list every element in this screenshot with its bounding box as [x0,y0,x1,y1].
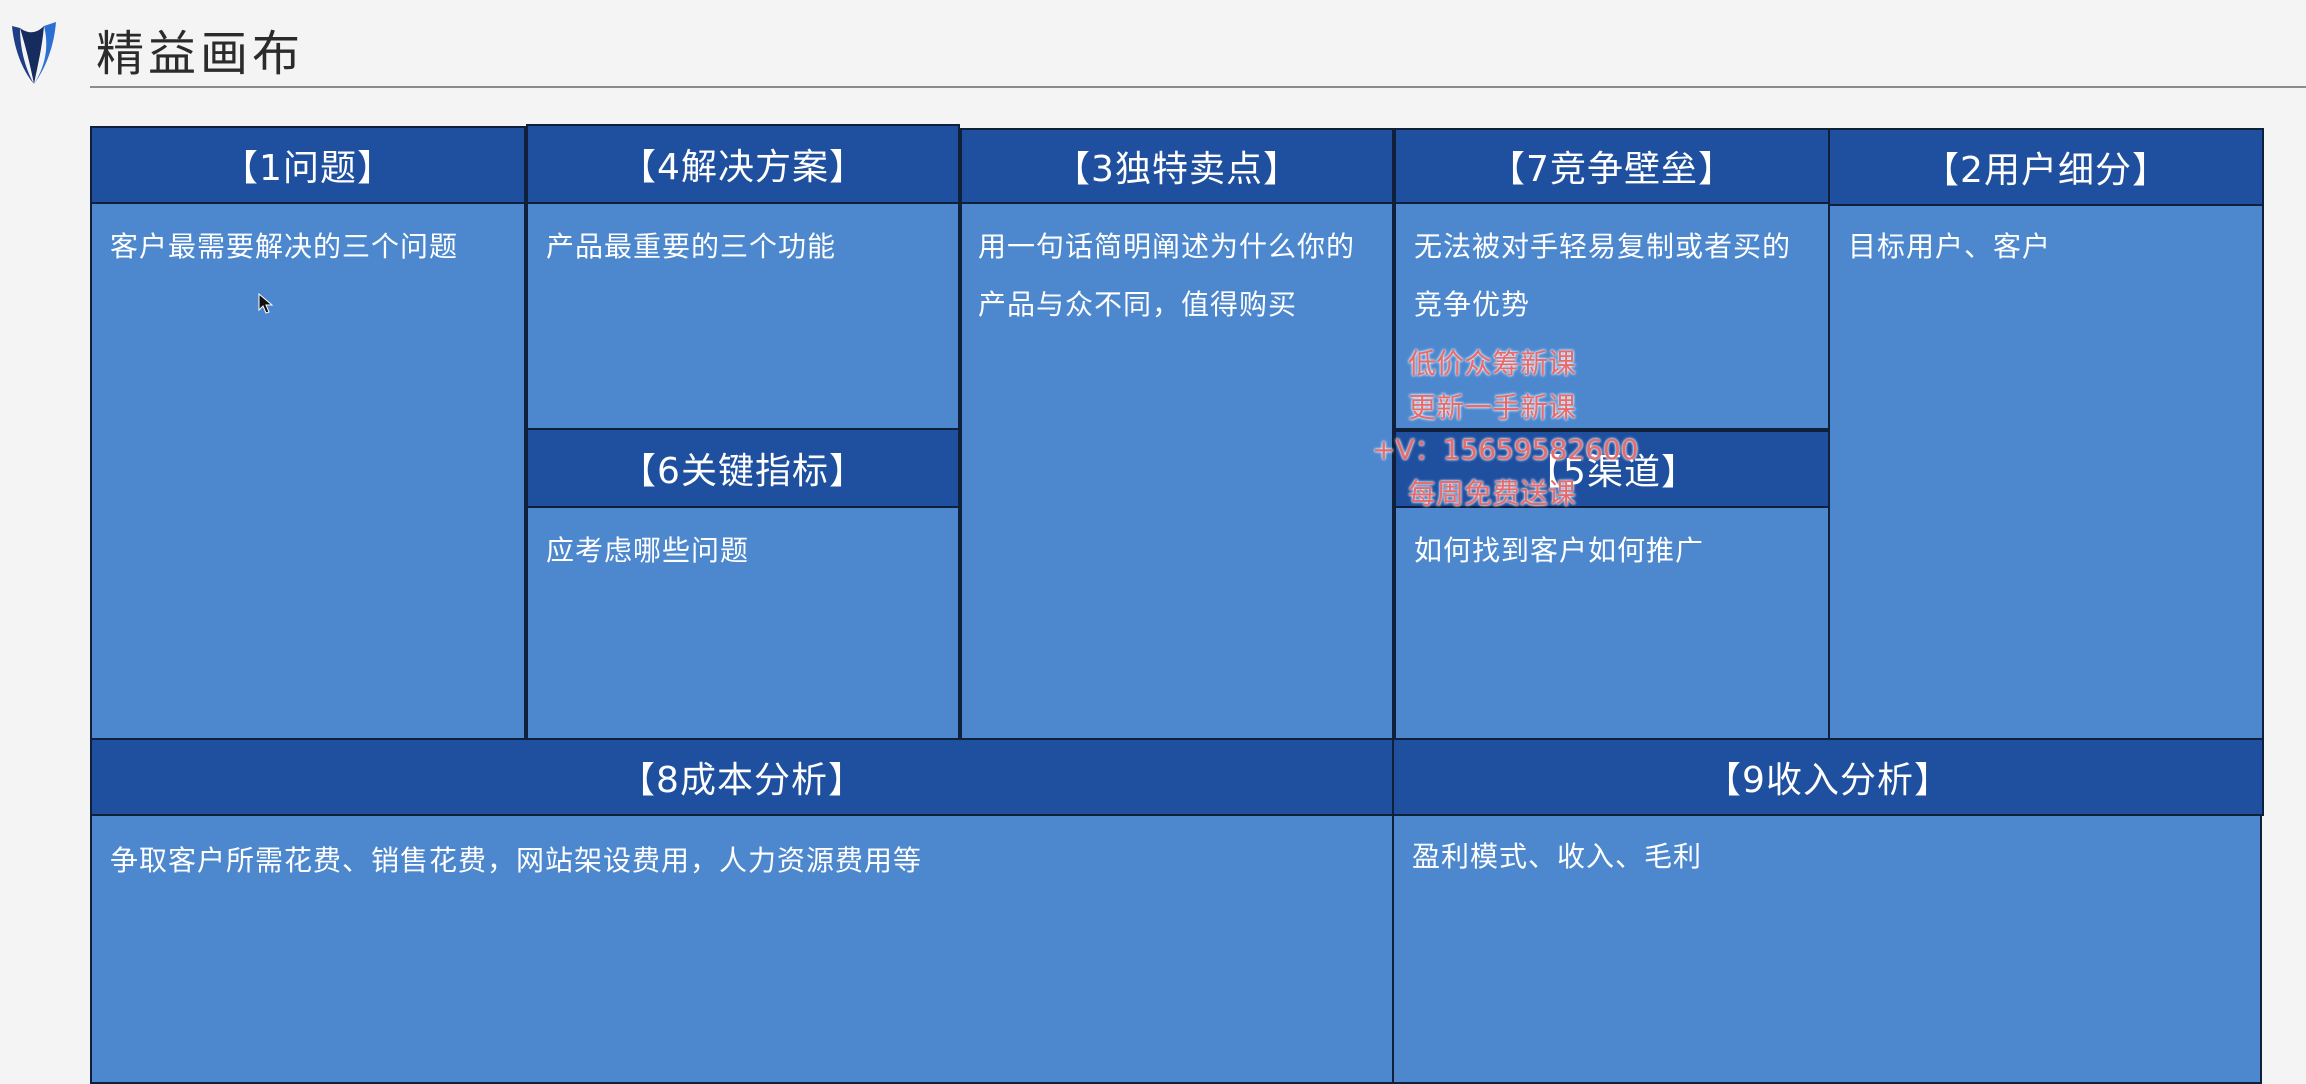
segments-text: 目标用户、客户 [1848,230,2052,263]
unfair-advantage-block [1394,202,1830,430]
watermark-line: 低价众筹新课 [1408,347,1577,380]
metrics-block [526,506,960,740]
watermark-line: 每周免费送课 [1408,477,1577,510]
unfair-advantage-header: 【7竞争壁垒】 [1394,128,1830,204]
uvp-header: 【3独特卖点】 [960,128,1394,204]
uvp-text: 用一句话简明阐述为什么你的产品与众不同，值得购买 [978,230,1356,321]
revenue-text: 盈利模式、收入、毛利 [1412,840,1703,873]
channels-block [1394,506,1830,740]
problem-text: 客户最需要解决的三个问题 [110,230,459,263]
mouse-cursor-icon [258,293,274,314]
solution-block [526,202,960,430]
app-logo-icon [12,22,56,84]
channels-header: 【5渠道】 [1394,430,1830,508]
metrics-text: 应考虑哪些问题 [546,534,750,567]
cost-block [90,814,1394,1084]
cost-text: 争取客户所需花费、销售花费，网站架设费用，人力资源费用等 [110,844,923,877]
revenue-header: 【9收入分析】 [1392,738,2264,816]
segments-header: 【2用户细分】 [1828,128,2264,206]
unfair-advantage-text: 无法被对手轻易复制或者买的竞争优势 [1414,230,1792,321]
solution-header: 【4解决方案】 [526,124,960,204]
segments-block [1828,204,2264,740]
problem-block [90,202,526,740]
cost-header: 【8成本分析】 [90,738,1394,816]
channels-text: 如何找到客户如何推广 [1414,534,1705,567]
problem-header: 【1问题】 [90,126,526,204]
solution-text: 产品最重要的三个功能 [546,230,837,263]
watermark-line: +V：15659582600 [1372,433,1639,466]
title-divider [90,86,2306,88]
metrics-header: 【6关键指标】 [526,428,960,508]
watermark-line: 更新一手新课 [1408,391,1577,424]
page-title: 精益画布 [96,26,305,82]
